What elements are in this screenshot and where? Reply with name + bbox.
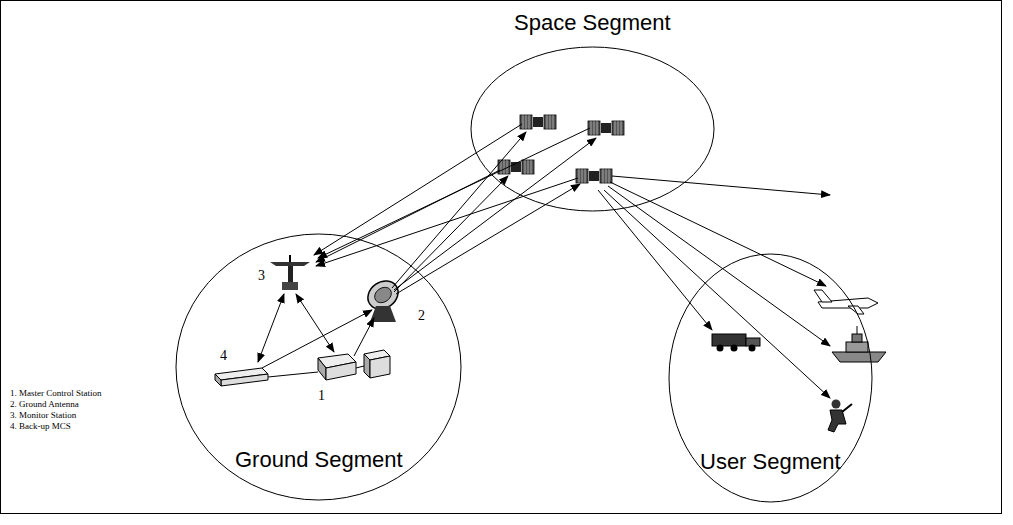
ship (832, 326, 886, 362)
callout-number: 1 (318, 388, 325, 404)
key-entry: 3. Monitor Station (10, 410, 76, 421)
satellite (576, 169, 612, 183)
segment-ellipse (176, 234, 461, 500)
segment-title: Ground Segment (235, 447, 403, 473)
truck (712, 334, 760, 352)
callout-number: 4 (220, 348, 227, 364)
ground-segment: Ground Segment (175, 233, 462, 501)
aircraft (814, 290, 878, 314)
key-entry: 1. Master Control Station (10, 388, 102, 399)
frame (1, 1, 1002, 514)
satellite (498, 160, 534, 174)
segment-ellipse (669, 254, 872, 502)
backup-mcs (215, 368, 318, 386)
soldier (828, 400, 852, 433)
segment-title: Space Segment (514, 10, 671, 36)
segment-outline (470, 6, 715, 212)
space-segment: Space Segment (470, 6, 715, 212)
satellite (588, 121, 624, 135)
callout-number: 2 (418, 308, 425, 324)
segment-ellipse (471, 47, 714, 211)
segment-title: User Segment (700, 449, 841, 475)
user-segment: User Segment (668, 253, 873, 503)
key-entry: 4. Back-up MCS (10, 421, 71, 432)
satellite (520, 115, 556, 129)
monitor-station (270, 255, 310, 290)
callout-number: 3 (258, 268, 265, 284)
key-entry: 2. Ground Antenna (10, 399, 79, 410)
master-control-station (318, 350, 390, 380)
